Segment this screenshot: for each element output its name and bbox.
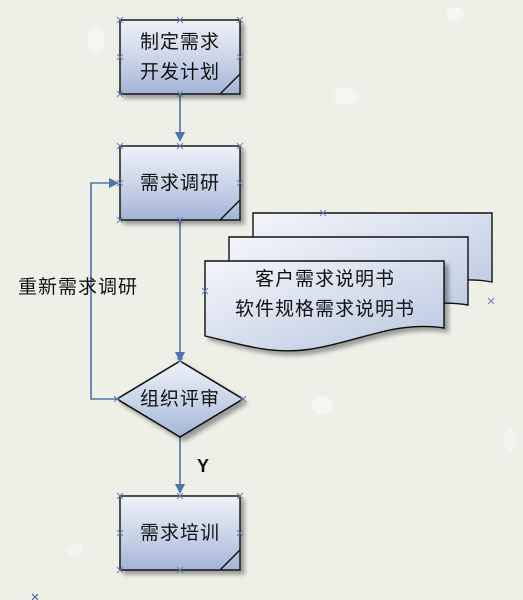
yes-branch-label: Y [197, 456, 210, 476]
node-label-review: 组织评审 [117, 380, 243, 418]
node-plan-line-2: 开发计划 [139, 61, 220, 83]
connector-feedback-loop [90, 178, 119, 400]
node-label-docs: 客户需求说明书 软件规格需求说明书 [205, 259, 445, 329]
decision-diamond-review [115, 360, 245, 438]
node-docs-line-1: 客户需求说明书 [254, 268, 395, 290]
node-review-line-1: 组织评审 [139, 388, 220, 410]
feedback-loop-label: 重新需求调研 [18, 276, 139, 298]
node-label-plan: 制定需求 开发计划 [120, 20, 240, 94]
node-research-line-1: 需求调研 [139, 172, 220, 194]
node-training-line-1: 需求培训 [139, 522, 220, 544]
multi-document-shape [204, 212, 493, 352]
node-plan-line-1: 制定需求 [139, 31, 220, 53]
node-docs-line-2: 软件规格需求说明书 [234, 298, 415, 320]
selection-handles [31, 16, 495, 600]
node-label-training: 需求培训 [120, 496, 240, 570]
node-label-research: 需求调研 [120, 146, 240, 220]
